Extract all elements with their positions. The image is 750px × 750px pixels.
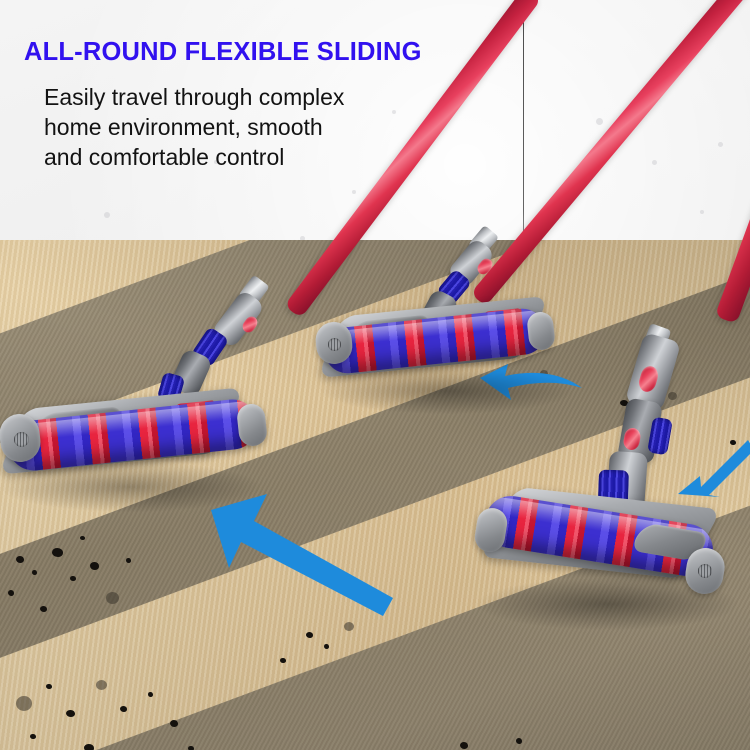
motion-arrow-small-2 xyxy=(676,432,750,512)
motion-arrow-large xyxy=(205,488,395,618)
body-line-2: home environment, smooth xyxy=(44,114,323,140)
wall-corner-line xyxy=(523,0,524,300)
vacuum-right-vent-icon xyxy=(698,564,712,578)
body-line-1: Easily travel through complex xyxy=(44,84,345,110)
vacuum-middle-vent-icon xyxy=(328,338,341,351)
headline: ALL-ROUND FLEXIBLE SLIDING xyxy=(24,38,422,66)
body-line-3: and comfortable control xyxy=(44,144,285,170)
vacuum-left-vent-icon xyxy=(14,432,29,447)
motion-arrow-small-1 xyxy=(478,358,588,408)
body-copy: Easily travel through complex home envir… xyxy=(44,82,444,172)
